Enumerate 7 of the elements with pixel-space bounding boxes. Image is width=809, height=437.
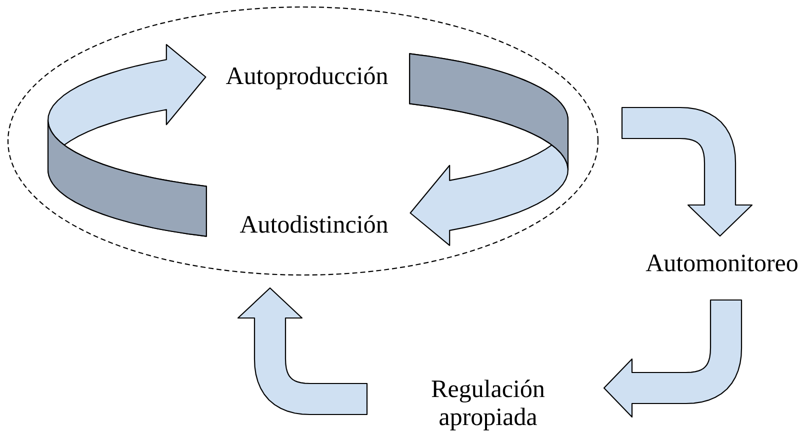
block-arrow: [603, 299, 742, 418]
node-label: Autodistinción: [240, 215, 388, 233]
node-label: Autoproducción: [226, 66, 388, 90]
node-label: Automonitoreo: [646, 254, 798, 272]
node-label: Regulación apropiada: [432, 380, 545, 430]
block-arrow: [237, 287, 368, 416]
dashed-ellipse: [7, 6, 599, 276]
